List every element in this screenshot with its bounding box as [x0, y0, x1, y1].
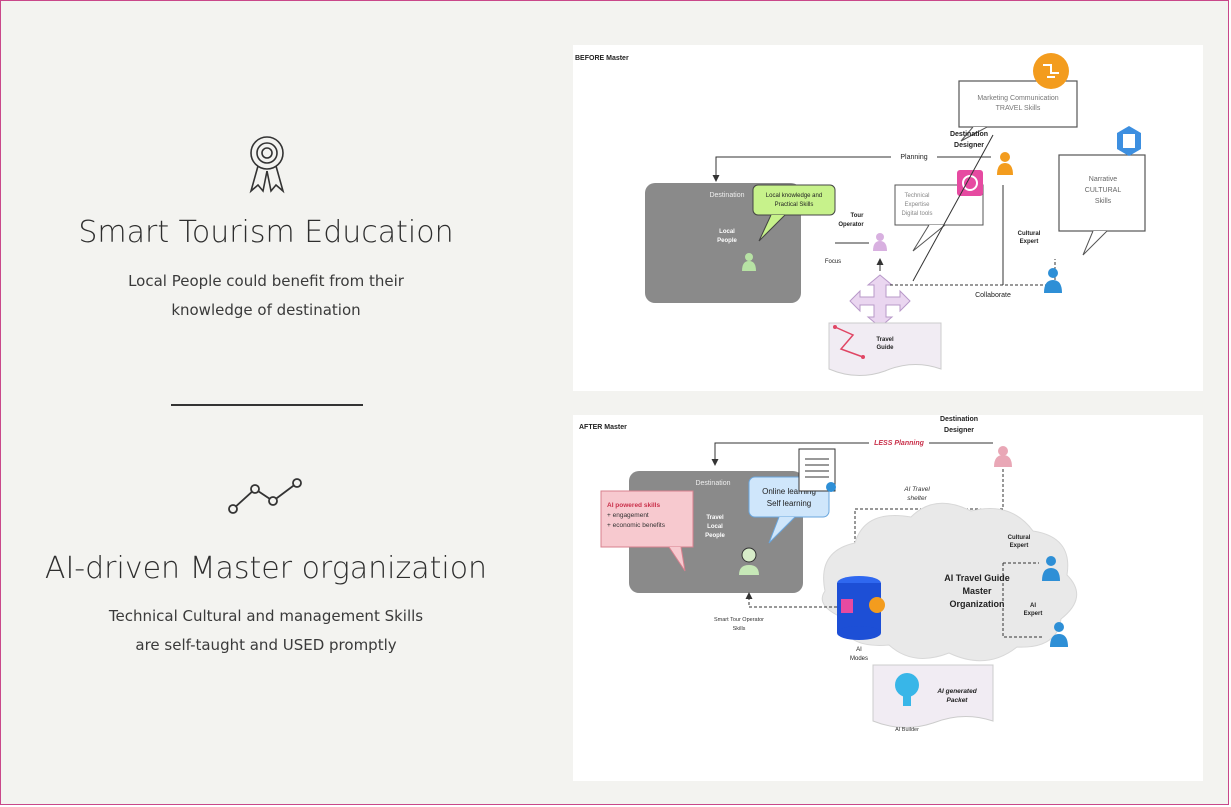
before-heading: BEFORE Master [575, 55, 629, 62]
svg-text:Destination: Destination [940, 416, 978, 423]
svg-text:CULTURAL: CULTURAL [1085, 187, 1122, 194]
svg-text:Expertise: Expertise [904, 202, 930, 208]
svg-text:Expert: Expert [1020, 239, 1039, 245]
svg-text:AI Travel: AI Travel [903, 486, 930, 493]
orange-network-icon [1033, 53, 1069, 89]
ai-modes-database-icon [837, 576, 885, 640]
svg-text:AI generated: AI generated [936, 688, 977, 695]
svg-text:AI Travel Guide: AI Travel Guide [944, 573, 1010, 583]
ai-organization-cloud [821, 502, 1077, 662]
local-knowledge-bubble [752, 184, 836, 216]
svg-text:AI: AI [856, 647, 862, 653]
svg-text:shelter: shelter [907, 495, 927, 502]
svg-text:Travel: Travel [876, 337, 894, 343]
narrative-box [1058, 154, 1146, 232]
ai-skills-box [600, 490, 694, 548]
svg-text:Cultural: Cultural [1018, 231, 1041, 237]
award-ribbon-icon [243, 133, 291, 195]
svg-text:Destination: Destination [695, 480, 730, 487]
move-arrows-icon [849, 274, 911, 328]
svg-text:Designer: Designer [954, 142, 984, 149]
svg-text:Planning: Planning [900, 154, 927, 161]
svg-text:Practical Skills: Practical Skills [775, 202, 814, 208]
destination-designer-user-icon [994, 446, 1012, 467]
svg-text:Narrative: Narrative [1089, 176, 1118, 183]
svg-text:TRAVEL Skills: TRAVEL Skills [996, 105, 1041, 112]
divider [171, 404, 363, 406]
settings-icon [957, 170, 983, 196]
after-heading: AFTER Master [579, 424, 627, 431]
svg-text:Local: Local [719, 229, 735, 235]
after-diagram: AFTER Master Destination Designer LESS P… [573, 415, 1203, 781]
svg-text:People: People [717, 238, 737, 244]
certificate-icon [798, 448, 836, 492]
svg-text:LESS Planning: LESS Planning [874, 440, 925, 447]
svg-text:Skills: Skills [733, 626, 746, 632]
svg-text:Technical: Technical [904, 193, 929, 199]
svg-text:Master: Master [962, 586, 992, 596]
marketing-box [958, 80, 1078, 128]
destination-designer-user-icon [997, 152, 1013, 175]
svg-text:Guide: Guide [876, 345, 894, 351]
travel-guide-doc [828, 322, 942, 376]
svg-text:Focus: Focus [825, 259, 841, 265]
section2-desc-line2: are self-taught and USED promptly [135, 636, 397, 654]
svg-text:Operator: Operator [838, 222, 864, 228]
section1-desc-line2: knowledge of destination [171, 301, 361, 319]
ai-expert-user-icon [1050, 622, 1068, 647]
svg-text:Cultural: Cultural [1008, 535, 1031, 541]
svg-text:Tour: Tour [851, 213, 865, 219]
svg-text:AI Builder: AI Builder [895, 727, 919, 733]
svg-text:+ economic benefits: + economic benefits [607, 522, 666, 529]
ai-brain-icon [895, 673, 919, 706]
svg-text:Organization: Organization [949, 599, 1004, 609]
svg-text:Marketing Communication: Marketing Communication [977, 95, 1058, 102]
section1-title: Smart Tourism Education [78, 215, 454, 250]
svg-text:Destination: Destination [709, 192, 744, 199]
svg-text:+ engagement: + engagement [607, 512, 649, 519]
ai-packet-doc [872, 664, 994, 728]
travel-local-people-icon [739, 547, 759, 575]
tour-operator-user-icon [873, 233, 887, 251]
document-icon [1117, 126, 1141, 156]
svg-text:People: People [705, 533, 725, 539]
svg-text:Packet: Packet [947, 697, 969, 704]
line-chart-icon [227, 477, 307, 515]
svg-text:Local knowledge and: Local knowledge and [766, 193, 822, 199]
svg-text:Skills: Skills [1095, 198, 1112, 205]
section1-desc-line1: Local People could benefit from their [128, 272, 404, 290]
svg-text:Designer: Designer [944, 427, 974, 434]
svg-text:Expert: Expert [1010, 543, 1029, 549]
section2-desc-line1: Technical Cultural and management Skills [108, 607, 424, 625]
svg-text:Local: Local [707, 524, 723, 530]
section2-title: AI-driven Master organization [44, 551, 488, 586]
cultural-expert-user-icon [1044, 268, 1062, 293]
svg-text:Travel: Travel [706, 515, 724, 521]
svg-text:Self learning: Self learning [767, 499, 811, 508]
svg-text:AI powered skills: AI powered skills [607, 502, 660, 509]
cultural-expert-user-icon [1042, 556, 1060, 581]
local-people-user-icon [742, 253, 756, 271]
svg-text:Expert: Expert [1024, 611, 1043, 617]
svg-text:Destination: Destination [950, 131, 988, 138]
svg-text:AI: AI [1030, 603, 1036, 609]
before-diagram: BEFORE Master Marketing Communication TR… [573, 45, 1203, 391]
svg-text:Collaborate: Collaborate [975, 292, 1011, 299]
svg-text:Digital tools: Digital tools [901, 211, 932, 217]
svg-text:Modes: Modes [850, 656, 868, 662]
svg-text:Online learning: Online learning [762, 487, 816, 496]
svg-text:Smart Tour Operator: Smart Tour Operator [714, 617, 764, 623]
